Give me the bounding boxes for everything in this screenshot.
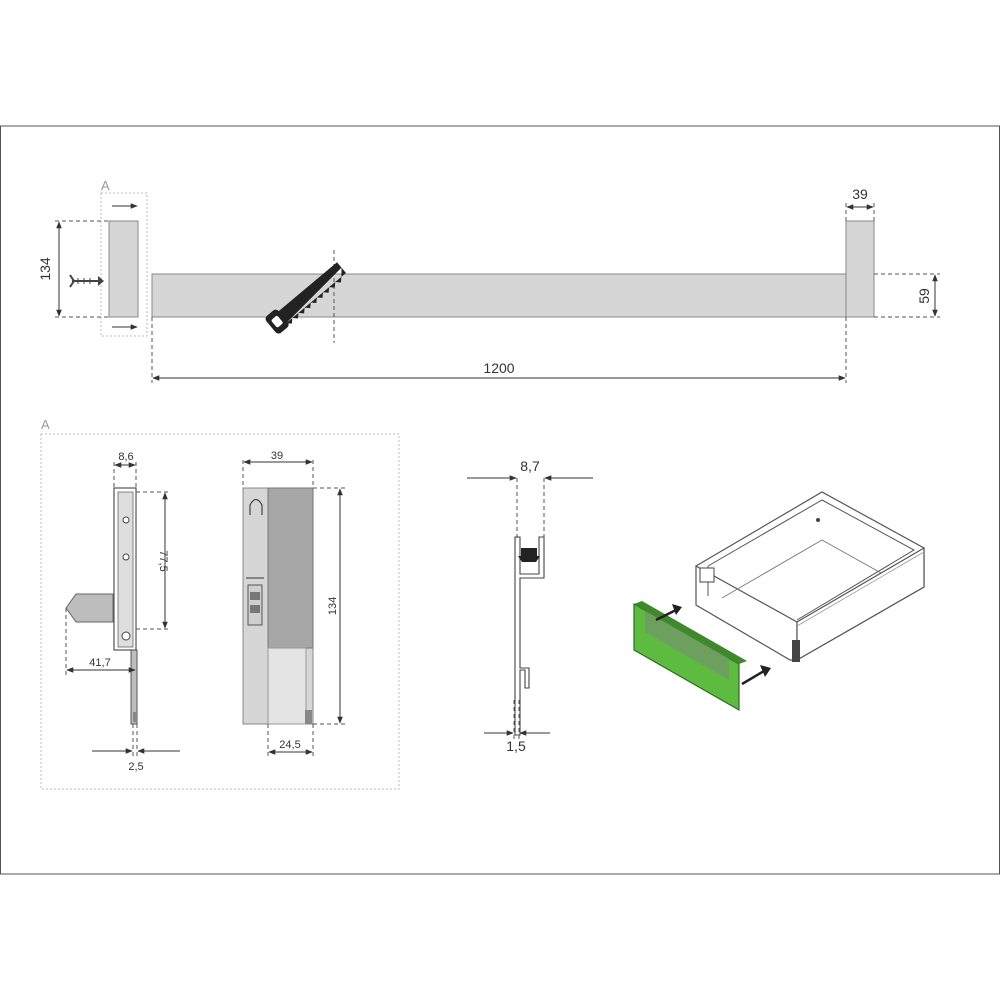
- dim-front-height: 134: [327, 597, 339, 615]
- right-end-piece: [845, 220, 875, 318]
- arrow-icon: [741, 665, 771, 686]
- clip-side-view: [65, 487, 138, 725]
- drawer-isometric: [694, 491, 925, 662]
- dim-top-height: 134: [37, 257, 53, 281]
- detail-a: A 8,6 77,5 41,7 2,5: [40, 417, 400, 790]
- dim-front-width: 39: [271, 450, 283, 462]
- screw-icon: [69, 274, 104, 288]
- saw-icon: [265, 262, 346, 334]
- arrow-icon: [655, 604, 682, 622]
- dim-front-lower-width: 24,5: [279, 739, 300, 751]
- dim-clip-offset: 41,7: [89, 657, 110, 669]
- dim-clip-thickness: 2,5: [128, 761, 143, 773]
- dim-clip-hole-spacing: 77,5: [157, 550, 169, 571]
- dim-clip-width: 8,6: [118, 451, 133, 463]
- dim-top-rail-height: 59: [916, 288, 932, 304]
- long-rail: [151, 273, 847, 318]
- detail-a-marker-box: [100, 192, 148, 337]
- top-view: A 134: [37, 178, 940, 383]
- left-end-piece: [108, 220, 139, 318]
- rail-profile-section: 8,7 1,5: [467, 458, 593, 754]
- dim-profile-thickness: 1,5: [506, 738, 526, 754]
- end-piece-front-view: [242, 487, 314, 725]
- dim-top-end-width: 39: [852, 186, 868, 202]
- detail-a-letter-top: A: [101, 178, 110, 193]
- dim-top-length: 1200: [483, 360, 514, 376]
- detail-a-letter: A: [41, 417, 50, 432]
- green-front-panel: [633, 601, 771, 712]
- detail-a-box: [40, 433, 400, 790]
- dim-profile-width: 8,7: [520, 458, 540, 474]
